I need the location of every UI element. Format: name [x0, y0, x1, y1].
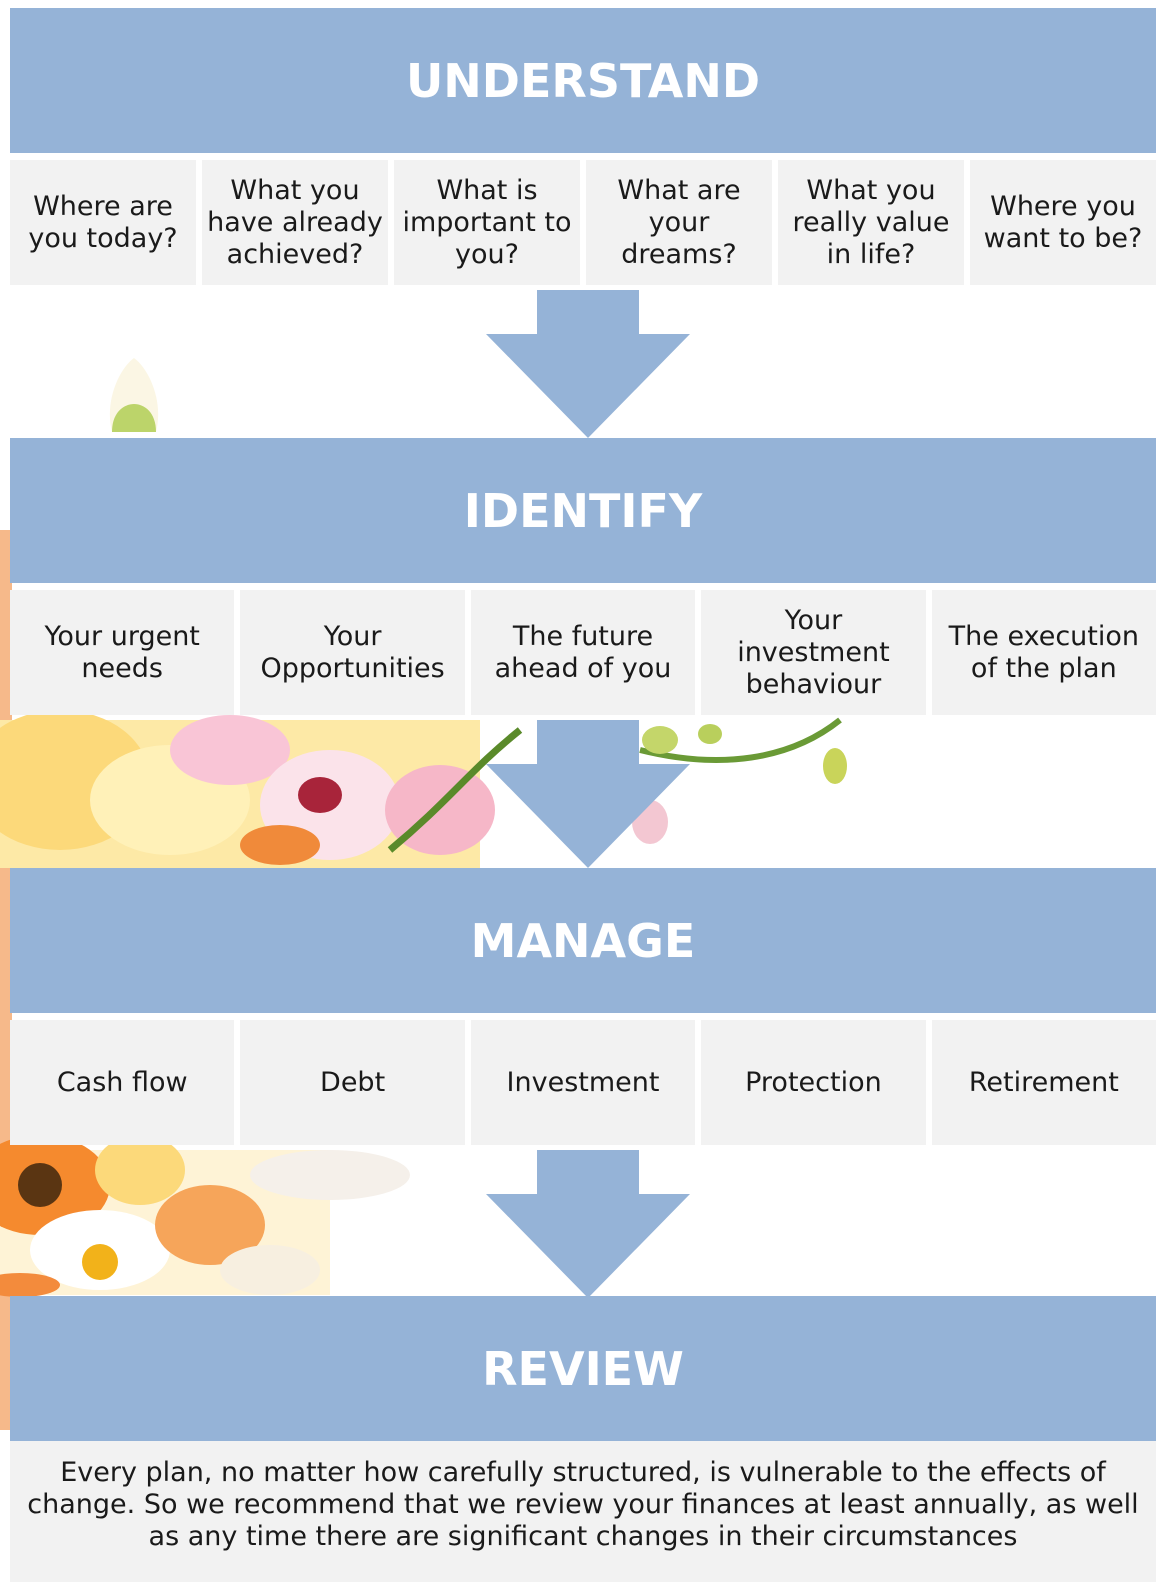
down-arrow-icon [486, 720, 690, 868]
identify-items-row: Your urgent needs Your Opportunities The… [10, 590, 1157, 715]
manage-item: Debt [240, 1020, 465, 1145]
identify-item: The execution of the plan [931, 590, 1157, 715]
manage-item: Cash flow [10, 1020, 235, 1145]
down-arrow-icon [486, 1150, 690, 1298]
stage-title-manage: MANAGE [470, 913, 696, 968]
identify-item: Your investment behaviour [701, 590, 926, 715]
stage-band-identify: IDENTIFY [10, 438, 1156, 583]
understand-item: What you have already achieved? [202, 160, 388, 285]
identify-item: Your Opportunities [240, 590, 465, 715]
understand-item: What are your dreams? [586, 160, 772, 285]
manage-item: Protection [701, 1020, 926, 1145]
understand-items-row: Where are you today? What you have alrea… [10, 160, 1156, 285]
understand-item: What is important to you? [394, 160, 580, 285]
review-description: Every plan, no matter how carefully stru… [10, 1441, 1156, 1582]
identify-item: The future ahead of you [470, 590, 696, 715]
stage-title-identify: IDENTIFY [463, 483, 703, 538]
stage-title-review: REVIEW [482, 1341, 684, 1396]
understand-item: Where are you today? [10, 160, 196, 285]
stage-title-understand: UNDERSTAND [405, 53, 761, 108]
understand-item: What you really value in life? [778, 160, 964, 285]
manage-item: Retirement [931, 1020, 1157, 1145]
down-arrow-icon [486, 290, 690, 438]
manage-items-row: Cash flow Debt Investment Protection Ret… [10, 1020, 1157, 1145]
stage-band-manage: MANAGE [10, 868, 1156, 1013]
flower-bud-icon [109, 358, 159, 432]
flower-cluster-top [0, 710, 847, 868]
manage-item: Investment [470, 1020, 696, 1145]
flower-cluster-bottom [0, 1135, 410, 1297]
stage-band-understand: UNDERSTAND [10, 8, 1156, 153]
stage-band-review: REVIEW [10, 1296, 1156, 1441]
understand-item: Where you want to be? [970, 160, 1156, 285]
identify-item: Your urgent needs [10, 590, 235, 715]
